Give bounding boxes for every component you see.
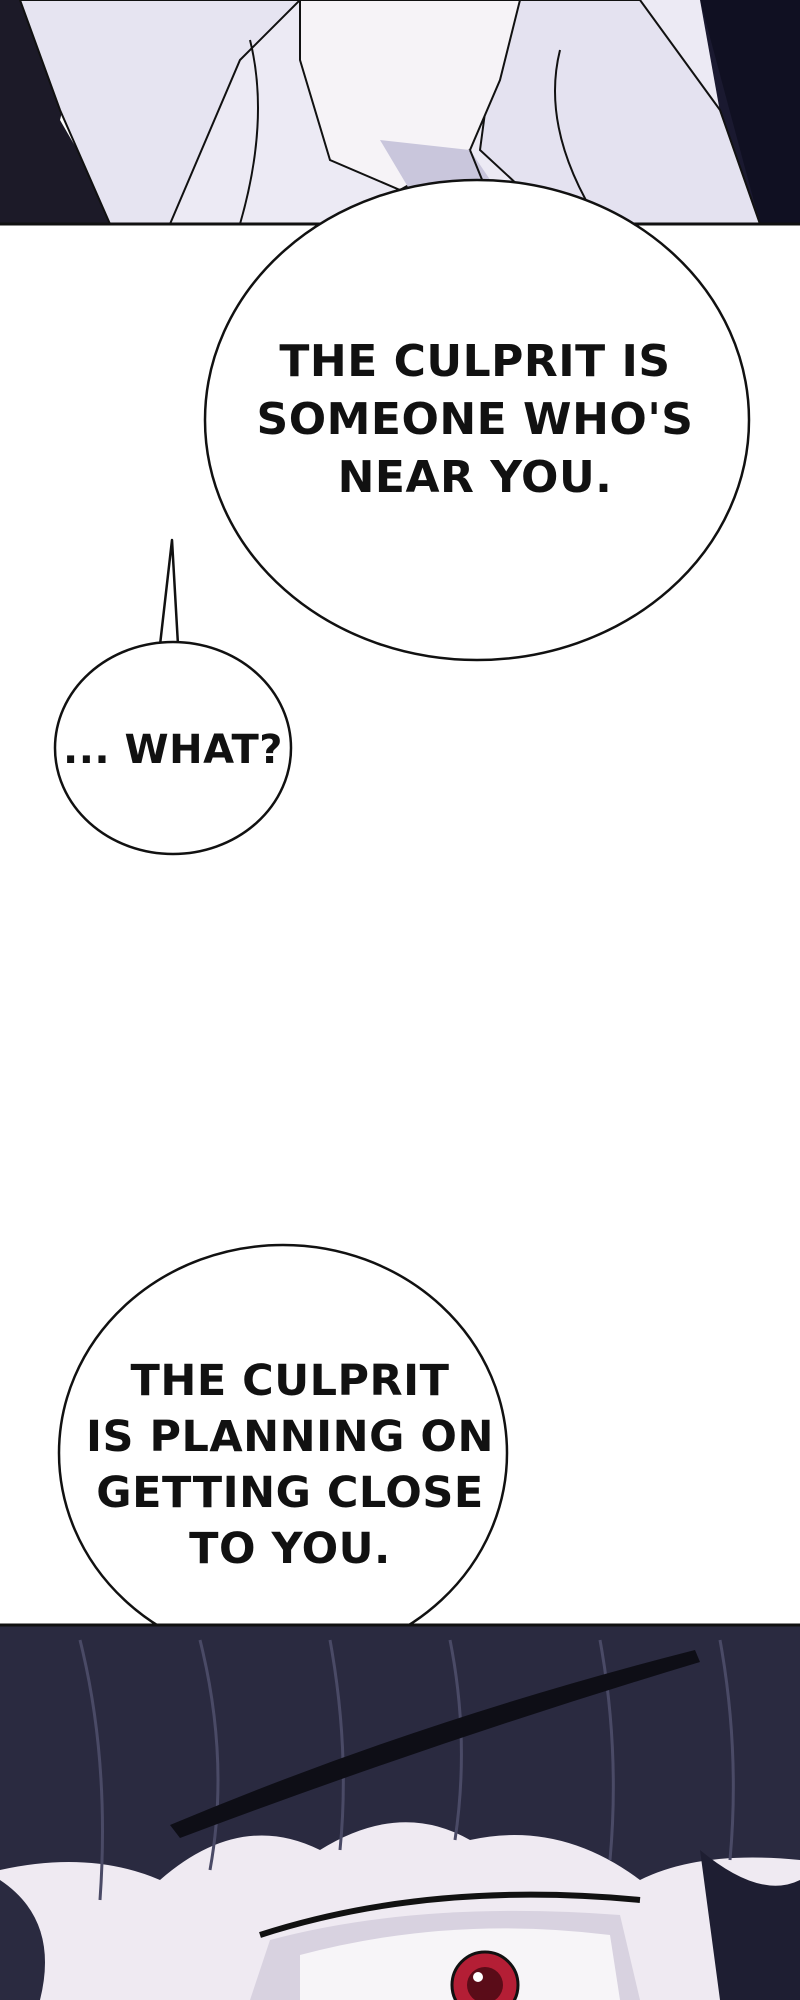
- speech-bubble-text-1: THE CULPRIT IS SOMEONE WHO'S NEAR YOU.: [240, 320, 710, 520]
- bottom-panel: [0, 1623, 800, 2000]
- bubble-3-line-4: TO YOU.: [189, 1524, 391, 1574]
- bubble-3-line-1: THE CULPRIT: [130, 1356, 450, 1406]
- bubble-3-line-2: IS PLANNING ON: [86, 1412, 494, 1462]
- top-panel: [0, 0, 800, 226]
- bubble-1-line-1: THE CULPRIT IS: [279, 336, 671, 387]
- bubble-1-line-2: SOMEONE WHO'S: [256, 394, 694, 445]
- speech-bubble-1: [203, 178, 751, 662]
- bubble-2-line-1: ... WHAT?: [63, 727, 283, 773]
- bubble-3-line-3: GETTING CLOSE: [96, 1468, 484, 1518]
- bubble-1-line-3: NEAR YOU.: [337, 452, 613, 503]
- speech-bubble-text-2: ... WHAT?: [58, 710, 288, 790]
- speech-bubble-2: [53, 538, 293, 856]
- speech-bubble-text-3: THE CULPRIT IS PLANNING ON GETTING CLOSE…: [80, 1340, 500, 1590]
